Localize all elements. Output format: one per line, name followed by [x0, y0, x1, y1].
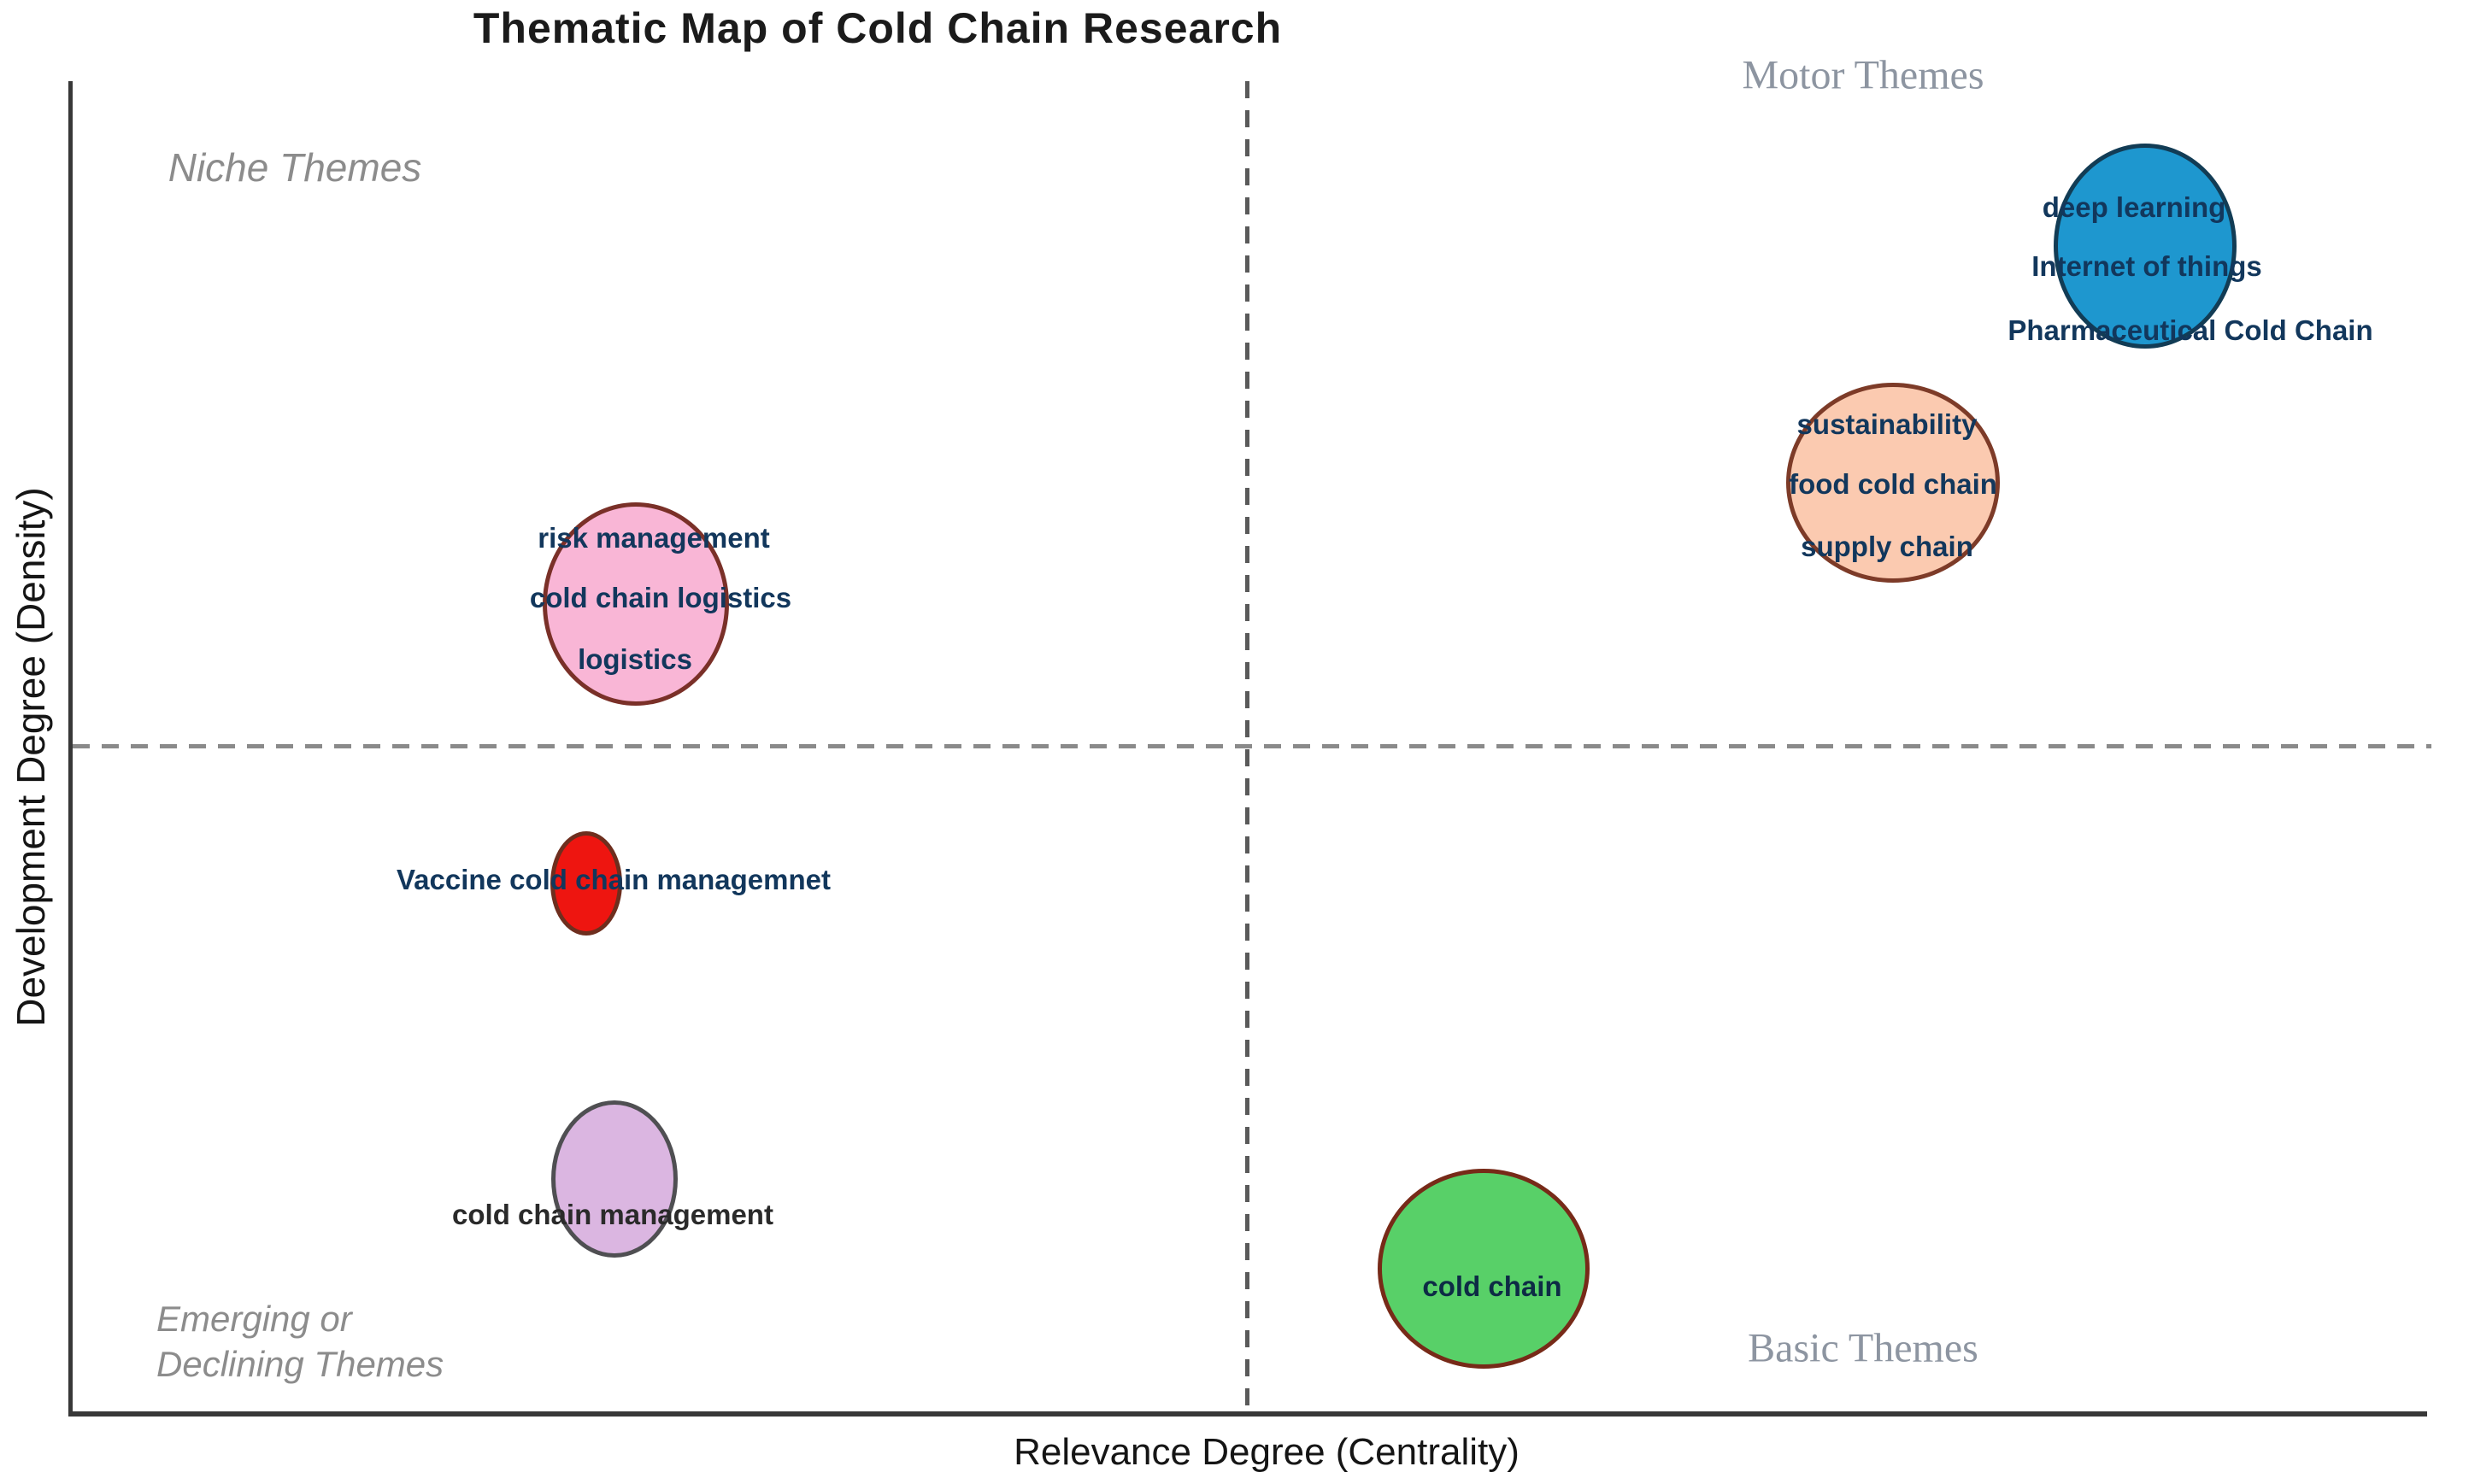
bubble-label-vaccine-cold-chain-management: Vaccine cold chain managemnet [396, 864, 832, 895]
bubble-label-risk-management-logistics: cold chain logistics [529, 582, 792, 613]
chart-title: Thematic Map of Cold Chain Research [473, 4, 1283, 52]
quadrant-label-emerging-line2: Declining Themes [156, 1343, 444, 1384]
bubble-label-deep-learning-iot-pharma: Internet of things [2031, 250, 2262, 282]
bubble-risk-management-logistics [543, 502, 729, 706]
bubble-label-sustainability-food-supply: food cold chain [1789, 468, 1997, 500]
quadrant-label-basic-themes: Basic Themes [1748, 1325, 1978, 1371]
quadrant-label-motor-themes: Motor Themes [1742, 52, 1984, 98]
horizontal-divider-dashed [73, 744, 2431, 748]
y-axis-line [68, 81, 73, 1416]
bubble-label-cold-chain-management: cold chain management [452, 1199, 773, 1230]
bubble-label-cold-chain: cold chain [1422, 1270, 1562, 1302]
bubble-cold-chain [1378, 1169, 1590, 1369]
bubble-label-risk-management-logistics: logistics [578, 643, 692, 675]
bubble-vaccine-cold-chain-management [550, 831, 622, 936]
bubble-cold-chain-management [551, 1100, 678, 1258]
bubble-label-sustainability-food-supply: supply chain [1801, 531, 1973, 562]
x-axis-label: Relevance Degree (Centrality) [1014, 1431, 1520, 1473]
bubble-sustainability-food-supply [1786, 383, 2000, 583]
x-axis-line [68, 1411, 2427, 1417]
quadrant-label-emerging-line1: Emerging or [156, 1299, 352, 1339]
bubble-deep-learning-iot-pharma [2054, 144, 2237, 349]
quadrant-label-emerging-declining-themes: Emerging or Declining Themes [156, 1297, 444, 1387]
bubble-label-deep-learning-iot-pharma: deep learning [2042, 191, 2226, 223]
bubble-label-sustainability-food-supply: sustainability [1796, 408, 1978, 440]
quadrant-label-niche-themes: Niche Themes [168, 145, 422, 190]
bubble-label-deep-learning-iot-pharma: Pharmaceutical Cold Chain [2008, 314, 2373, 346]
y-axis-label: Development Degree (Density) [9, 487, 53, 1027]
bubble-label-risk-management-logistics: risk management [538, 522, 770, 554]
